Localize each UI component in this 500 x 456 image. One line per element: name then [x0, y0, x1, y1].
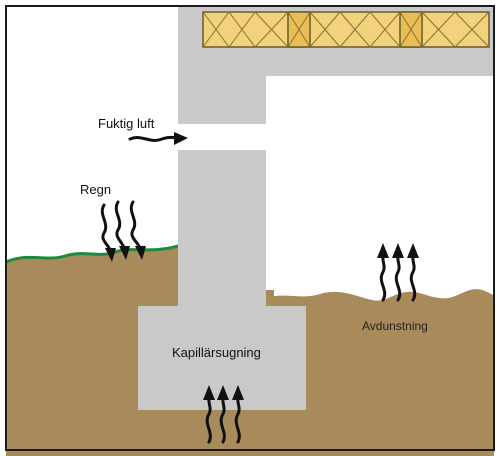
label-rain: Regn: [80, 182, 111, 197]
wavy-arrow-up-icon: [379, 254, 417, 302]
capillary-arrows: [205, 396, 241, 444]
wavy-arrow-right-icon: [128, 132, 188, 145]
evaporation-arrowheads: [377, 243, 419, 258]
rain-arrowheads: [105, 246, 146, 262]
insulation-layer: [202, 11, 490, 48]
soil-left: [6, 246, 178, 456]
label-capillary: Kapillärsugning: [172, 345, 261, 360]
label-humid-air: Fuktig luft: [98, 116, 155, 131]
label-evaporation: Avdunstning: [362, 319, 428, 333]
capillary-arrowheads: [203, 385, 244, 400]
soil-right: [266, 289, 494, 456]
foundation-wall-lower: [178, 150, 266, 310]
diagram-frame: [5, 5, 495, 451]
wavy-arrow-down-icon: [100, 200, 142, 252]
